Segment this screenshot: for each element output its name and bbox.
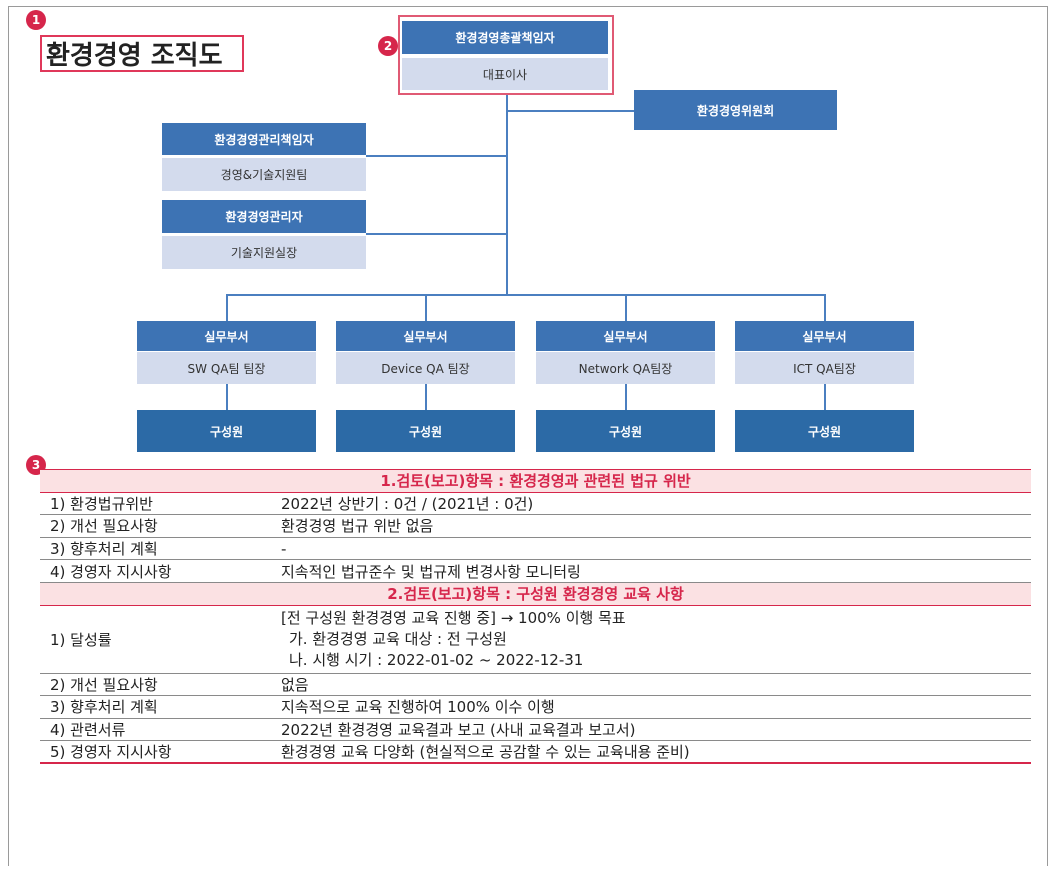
section-1-header: 1.검토(보고)항목 : 환경경영과 관련된 법규 위반 (40, 469, 1031, 493)
achievement-line-3: 나. 시행 시기 : 2022-01-02 ~ 2022-12-31 (289, 650, 584, 669)
achievement-line-1: [전 구성원 환경경영 교육 진행 중] → 100% 이행 목표 (281, 608, 626, 627)
table-row: 4) 경영자 지시사항 지속적인 법규준수 및 법규제 변경사항 모니터링 (40, 559, 1031, 583)
page-frame (8, 6, 1048, 866)
manager-title: 환경경영관리자 (162, 200, 366, 233)
achievement-line-2: 가. 환경경영 교육 대상 : 전 구성원 (289, 629, 507, 648)
page-title: 환경경영 조직도 (40, 35, 244, 72)
manager-holder: 기술지원실장 (162, 236, 366, 269)
row-label: 2) 개선 필요사항 (40, 514, 271, 538)
manager-connector (366, 233, 507, 235)
dept-2-label: 실무부서 (336, 321, 515, 351)
table-row: 1) 달성률 [전 구성원 환경경영 교육 진행 중] → 100% 이행 목표… (40, 605, 1031, 674)
mgmt-officer-connector (366, 155, 507, 157)
dept-3-lead: Network QA팀장 (536, 352, 715, 384)
dept-horizontal-line (226, 294, 825, 296)
dept-4-label: 실무부서 (735, 321, 914, 351)
table-row: 2) 개선 필요사항 환경경영 법규 위반 없음 (40, 514, 1031, 538)
dept-1-lead: SW QA팀 팀장 (137, 352, 316, 384)
member-drop-4 (824, 384, 826, 410)
row-value: 2022년 환경경영 교육결과 보고 (사내 교육결과 보고서) (271, 718, 1031, 742)
member-drop-1 (226, 384, 228, 410)
row-value-multiline: [전 구성원 환경경영 교육 진행 중] → 100% 이행 목표 가. 환경경… (271, 605, 1031, 674)
row-value: 지속적인 법규준수 및 법규제 변경사항 모니터링 (271, 559, 1031, 583)
table-row: 2) 개선 필요사항 없음 (40, 673, 1031, 697)
dept-drop-4 (824, 294, 826, 321)
dept-4-lead: ICT QA팀장 (735, 352, 914, 384)
member-drop-3 (625, 384, 627, 410)
marker-2-badge: 2 (378, 36, 398, 56)
row-value: 지속적으로 교육 진행하여 100% 이수 이행 (271, 695, 1031, 719)
row-label: 4) 경영자 지시사항 (40, 559, 271, 583)
row-value: 2022년 상반기 : 0건 / (2021년 : 0건) (271, 492, 1031, 516)
section-1-header-row: 1.검토(보고)항목 : 환경경영과 관련된 법규 위반 (40, 469, 1031, 493)
table-row: 3) 향후처리 계획 - (40, 537, 1031, 561)
dept-2-lead: Device QA 팀장 (336, 352, 515, 384)
chief-officer-title: 환경경영총괄책임자 (402, 21, 608, 54)
mgmt-officer-title: 환경경영관리책임자 (162, 123, 366, 155)
dept-3-members: 구성원 (536, 410, 715, 452)
dept-drop-2 (425, 294, 427, 321)
table-row: 3) 향후처리 계획 지속적으로 교육 진행하여 100% 이수 이행 (40, 695, 1031, 719)
dept-2-members: 구성원 (336, 410, 515, 452)
chief-officer-highlight (398, 15, 614, 95)
row-label: 3) 향후처리 계획 (40, 537, 271, 561)
dept-1-label: 실무부서 (137, 321, 316, 351)
table-row: 5) 경영자 지시사항 환경경영 교육 다양화 (현실적으로 공감할 수 있는 … (40, 740, 1031, 765)
dept-drop-1 (226, 294, 228, 321)
row-value: 없음 (271, 673, 1031, 697)
main-vertical-line (506, 93, 508, 294)
row-value: 환경경영 법규 위반 없음 (271, 514, 1031, 538)
mgmt-officer-holder: 경영&기술지원팀 (162, 158, 366, 191)
marker-1-badge: 1 (26, 10, 46, 30)
review-report-table: 1.검토(보고)항목 : 환경경영과 관련된 법규 위반 1) 환경법규위반 2… (40, 469, 1031, 765)
dept-3-label: 실무부서 (536, 321, 715, 351)
row-label: 3) 향후처리 계획 (40, 695, 271, 719)
row-label: 5) 경영자 지시사항 (40, 740, 271, 765)
dept-drop-3 (625, 294, 627, 321)
table-row: 1) 환경법규위반 2022년 상반기 : 0건 / (2021년 : 0건) (40, 492, 1031, 516)
row-value: - (271, 537, 1031, 561)
row-value: 환경경영 교육 다양화 (현실적으로 공감할 수 있는 교육내용 준비) (271, 740, 1031, 765)
row-label: 4) 관련서류 (40, 718, 271, 742)
row-label: 2) 개선 필요사항 (40, 673, 271, 697)
dept-1-members: 구성원 (137, 410, 316, 452)
section-2-header: 2.검토(보고)항목 : 구성원 환경경영 교육 사항 (40, 581, 1031, 606)
table-row: 4) 관련서류 2022년 환경경영 교육결과 보고 (사내 교육결과 보고서) (40, 718, 1031, 742)
chief-officer-holder: 대표이사 (402, 58, 608, 90)
row-label: 1) 환경법규위반 (40, 492, 271, 516)
section-2-header-row: 2.검토(보고)항목 : 구성원 환경경영 교육 사항 (40, 581, 1031, 606)
committee-box: 환경경영위원회 (634, 90, 837, 130)
row-label: 1) 달성률 (40, 605, 271, 674)
member-drop-2 (425, 384, 427, 410)
dept-4-members: 구성원 (735, 410, 914, 452)
committee-connector (507, 110, 634, 112)
